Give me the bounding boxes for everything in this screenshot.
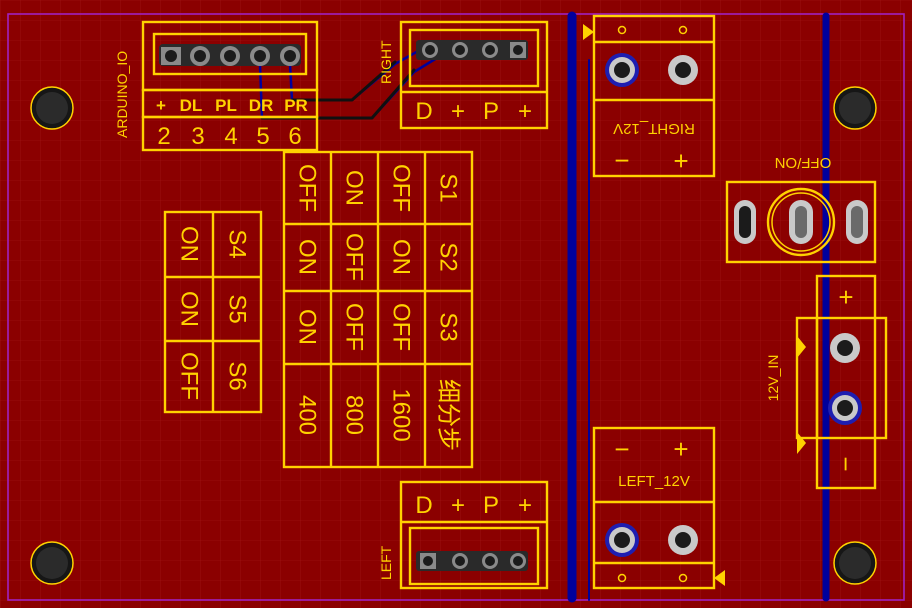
right-12v-minus: − — [614, 146, 629, 176]
dip1-header-s1: S1 — [435, 173, 462, 202]
bottom-traces — [258, 11, 830, 603]
dip1-header-microstep: 细分步 — [435, 379, 462, 451]
dip1-r1c0: ON — [341, 170, 368, 206]
power-input-terminal: + − 12V_IN — [765, 274, 888, 490]
right-connector-label: RIGHT — [378, 40, 394, 84]
dip1-header-s2: S2 — [435, 242, 462, 271]
power-input-minus: − — [831, 456, 861, 471]
power-input-plus: + — [838, 282, 853, 312]
dip1-r2c1: ON — [294, 239, 321, 275]
dip1-r2c3: 400 — [294, 395, 321, 435]
arduino-pin-2: 3 — [191, 123, 204, 150]
arduino-pin-1: 2 — [157, 123, 170, 150]
dip-table-1: S1 S2 S3 细分步 OFF ON OFF 1600 ON OFF OFF … — [282, 150, 474, 469]
dip2-r0c1: ON — [176, 291, 203, 327]
left-connector: LEFT D + P + — [378, 480, 549, 590]
arduino-signal-3: PL — [215, 96, 237, 115]
arduino-signal-1: + — [156, 96, 166, 115]
dip1-r0c2: OFF — [388, 303, 415, 351]
arduino-signal-2: DL — [180, 96, 203, 115]
dip1-r0c0: OFF — [388, 164, 415, 212]
board-outline — [7, 13, 905, 601]
power-switch-label: OFF/ON — [775, 154, 832, 171]
dip1-r2c2: ON — [294, 309, 321, 345]
dip2-r0c2: OFF — [176, 352, 203, 400]
arduino-signal-4: DR — [249, 96, 274, 115]
right-12v-terminal: RIGHT_12V − + — [583, 14, 716, 178]
arduino-signal-5: PR — [284, 96, 308, 115]
mounting-hole-tr — [833, 86, 877, 130]
right-12v-plus: + — [673, 146, 688, 176]
left-12v-label: LEFT_12V — [618, 473, 690, 490]
dip1-r1c1: OFF — [341, 233, 368, 281]
power-input-label: 12V_IN — [765, 355, 781, 402]
right-12v-label: RIGHT_12V — [613, 120, 695, 137]
right-connector: RIGHT D + P + — [378, 20, 549, 130]
left-12v-terminal: − + LEFT_12V — [592, 426, 725, 590]
left-connector-label: LEFT — [378, 545, 394, 580]
right-pin-1: D — [415, 98, 432, 125]
arduino-io-label: ARDUINO_IO — [114, 51, 130, 138]
dip1-r0c3: 1600 — [388, 388, 415, 441]
left-pin-3: P — [483, 492, 499, 519]
dip2-header-s4: S4 — [224, 229, 251, 258]
dip2-header-s6: S6 — [224, 361, 251, 390]
left-pin-1: D — [415, 492, 432, 519]
arduino-pin-4: 5 — [256, 123, 269, 150]
arduino-pin-3: 4 — [224, 123, 237, 150]
dip1-r1c2: OFF — [341, 303, 368, 351]
left-12v-minus: − — [614, 434, 629, 464]
mounting-hole-tl — [30, 86, 74, 130]
left-pin-4: + — [518, 492, 532, 519]
left-12v-plus: + — [673, 434, 688, 464]
power-switch: OFF/ON — [725, 154, 877, 264]
arduino-pin-5: 6 — [288, 123, 301, 150]
right-pin-3: P — [483, 98, 499, 125]
dip1-r0c1: ON — [388, 239, 415, 275]
mounting-hole-br — [833, 541, 877, 585]
arduino-io-connector: ARDUINO_IO + DL PL DR PR 2 3 4 5 6 — [114, 20, 319, 152]
dip-table-2: S4 S5 S6 ON ON OFF — [163, 210, 263, 414]
dip2-header-s5: S5 — [224, 294, 251, 323]
left-pin-2: + — [451, 492, 465, 519]
dip1-header-s3: S3 — [435, 312, 462, 341]
dip1-r1c3: 800 — [341, 395, 368, 435]
mounting-hole-bl — [30, 541, 74, 585]
right-pin-4: + — [518, 98, 532, 125]
right-pin-2: + — [451, 98, 465, 125]
mounting-holes — [30, 86, 877, 585]
dip2-r0c0: ON — [176, 226, 203, 262]
dip1-r2c0: OFF — [294, 164, 321, 212]
